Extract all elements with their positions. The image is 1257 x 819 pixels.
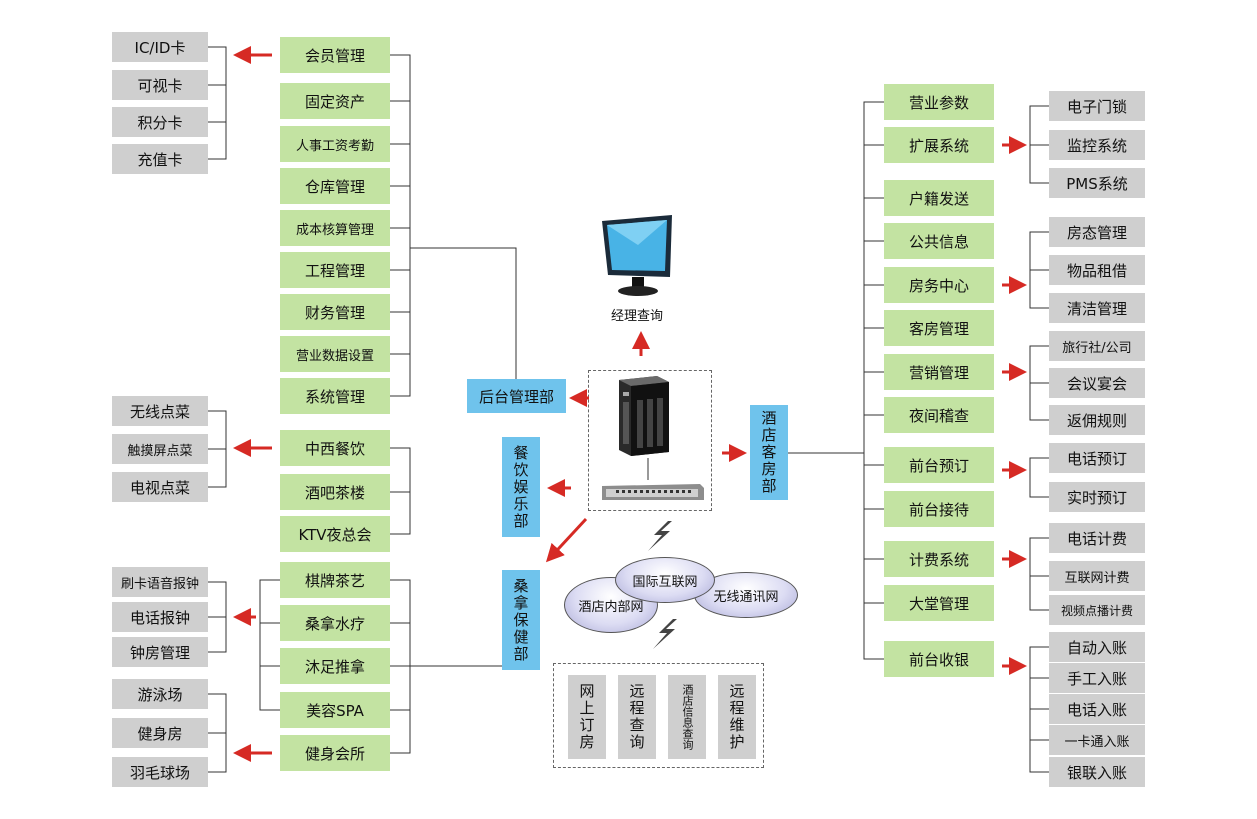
right-front-cashier: 前台收银 — [884, 641, 994, 677]
booking-realtime: 实时预订 — [1049, 482, 1145, 512]
clock-phone: 电话报钟 — [112, 602, 208, 632]
right-front-reception: 前台接待 — [884, 491, 994, 527]
dept-backoffice: 后台管理部 — [467, 379, 566, 413]
ext-monitoring: 监控系统 — [1049, 130, 1145, 160]
dept-hotel: 酒店客房部 — [750, 405, 788, 500]
item-business-data: 营业数据设置 — [280, 336, 390, 372]
cashier-manual: 手工入账 — [1049, 663, 1145, 693]
item-system-mgmt: 系统管理 — [280, 378, 390, 414]
card-points: 积分卡 — [112, 107, 208, 137]
item-fixed-assets: 固定资产 — [280, 83, 390, 119]
right-night-audit: 夜间稽查 — [884, 397, 994, 433]
item-foot-massage: 沐足推拿 — [280, 648, 390, 684]
cloud-hotel-intranet: 酒店内部网 — [564, 577, 658, 633]
cashier-onecard: 一卡通入账 — [1049, 725, 1145, 755]
sports-badminton: 羽毛球场 — [112, 757, 208, 787]
billing-vod: 视频点播计费 — [1049, 595, 1145, 625]
right-household-register: 户籍发送 — [884, 180, 994, 216]
right-public-info: 公共信息 — [884, 223, 994, 259]
item-warehouse: 仓库管理 — [280, 168, 390, 204]
sports-gym: 健身房 — [112, 718, 208, 748]
billing-internet: 互联网计费 — [1049, 561, 1145, 591]
server-frame — [588, 370, 712, 511]
right-marketing: 营销管理 — [884, 354, 994, 390]
cashier-unionpay: 银联入账 — [1049, 757, 1145, 787]
dept-sauna: 桑拿保健部 — [502, 570, 540, 670]
service-online-booking: 网上订房 — [568, 675, 606, 759]
ext-door-lock: 电子门锁 — [1049, 91, 1145, 121]
right-billing-system: 计费系统 — [884, 541, 994, 577]
item-member-mgmt: 会员管理 — [280, 37, 390, 73]
dept-catering: 餐饮娱乐部 — [502, 437, 540, 537]
services-frame — [553, 663, 764, 768]
billing-phone: 电话计费 — [1049, 523, 1145, 553]
service-hotel-info-query: 酒店信息查询 — [668, 675, 706, 759]
item-ktv: KTV夜总会 — [280, 516, 390, 552]
booking-phone: 电话预订 — [1049, 443, 1145, 473]
hk-item-rental: 物品租借 — [1049, 255, 1145, 285]
hk-cleaning: 清洁管理 — [1049, 293, 1145, 323]
lightning-icon — [648, 521, 672, 551]
right-room-mgmt: 客房管理 — [884, 310, 994, 346]
mkt-travel-agency: 旅行社/公司 — [1049, 331, 1145, 361]
item-fitness-club: 健身会所 — [280, 735, 390, 771]
order-wireless: 无线点菜 — [112, 396, 208, 426]
monitor-icon — [602, 215, 672, 296]
item-western-chinese-dining: 中西餐饮 — [280, 430, 390, 466]
service-remote-maintenance: 远程维护 — [718, 675, 756, 759]
card-visual: 可视卡 — [112, 70, 208, 100]
right-housekeeping-center: 房务中心 — [884, 267, 994, 303]
ext-pms: PMS系统 — [1049, 168, 1145, 198]
right-business-params: 营业参数 — [884, 84, 994, 120]
item-sauna-spa: 桑拿水疗 — [280, 605, 390, 641]
hk-room-status: 房态管理 — [1049, 217, 1145, 247]
item-chess-tea: 棋牌茶艺 — [280, 562, 390, 598]
clock-room-mgmt: 钟房管理 — [112, 637, 208, 667]
clock-card-voice: 刷卡语音报钟 — [112, 567, 208, 597]
item-finance: 财务管理 — [280, 294, 390, 330]
item-bar-tea: 酒吧茶楼 — [280, 474, 390, 510]
right-front-booking: 前台预订 — [884, 447, 994, 483]
sports-swimming: 游泳场 — [112, 679, 208, 709]
mkt-commission: 返佣规则 — [1049, 405, 1145, 435]
cashier-auto: 自动入账 — [1049, 632, 1145, 662]
item-engineering: 工程管理 — [280, 252, 390, 288]
order-tv: 电视点菜 — [112, 472, 208, 502]
order-touchscreen: 触摸屏点菜 — [112, 434, 208, 464]
mkt-conference: 会议宴会 — [1049, 368, 1145, 398]
right-extended-system: 扩展系统 — [884, 127, 994, 163]
switch-icon — [602, 484, 704, 500]
cloud-internet: 国际互联网 — [615, 557, 715, 603]
item-cost-accounting: 成本核算管理 — [280, 210, 390, 246]
lightning-icon — [653, 619, 677, 649]
server-icon — [619, 376, 669, 456]
cashier-phone: 电话入账 — [1049, 694, 1145, 724]
item-hr-payroll: 人事工资考勤 — [280, 126, 390, 162]
item-beauty-spa: 美容SPA — [280, 692, 390, 728]
right-lobby-mgmt: 大堂管理 — [884, 585, 994, 621]
manager-query-label: 经理查询 — [611, 309, 664, 324]
card-recharge: 充值卡 — [112, 144, 208, 174]
card-ic-id: IC/ID卡 — [112, 32, 208, 62]
service-remote-query: 远程查询 — [618, 675, 656, 759]
